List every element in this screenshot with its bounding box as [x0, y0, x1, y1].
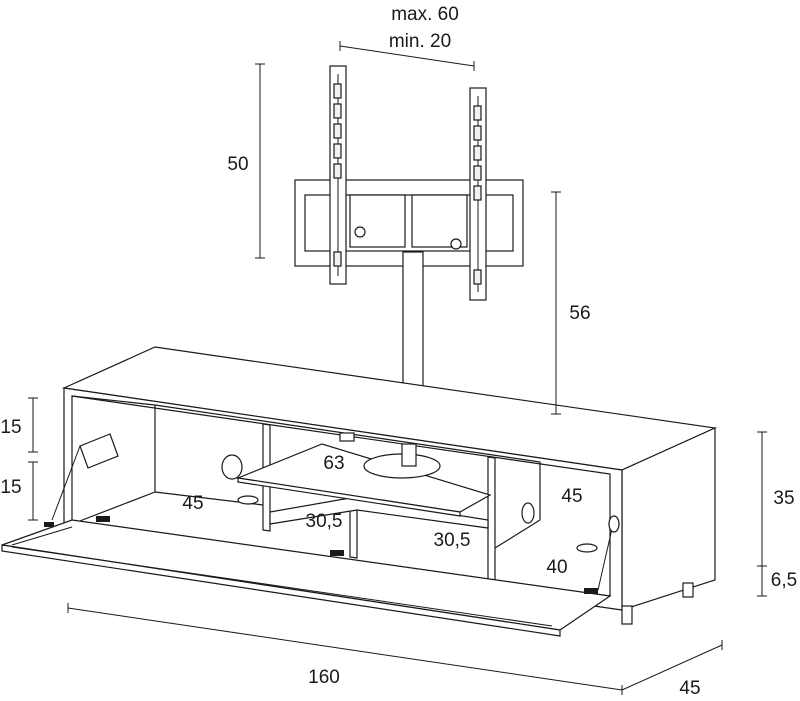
ir-receiver: [79, 433, 119, 469]
cable-hole-right: [521, 502, 535, 524]
vesa-rail-right-slots: [473, 105, 482, 285]
cabinet: [51, 346, 718, 625]
label-right-compartment: 45: [561, 486, 582, 507]
vesa-rail-left-slots: [333, 83, 342, 267]
door-hinge-1: [96, 516, 110, 522]
label-cabinet-height: 35: [773, 488, 794, 509]
cable-hole-floor-right: [576, 543, 598, 553]
leg-front: [621, 605, 633, 625]
cable-hole-left: [221, 454, 243, 480]
dimension-lines: [28, 41, 767, 695]
door-stay-clip-left: [44, 522, 54, 527]
label-left-compartment: 45: [182, 493, 203, 514]
label-right-lower: 40: [546, 557, 567, 578]
pole-body: [402, 251, 424, 399]
label-bracket-width-min: min. 20: [389, 31, 451, 52]
bracket-center-plate-right: [411, 194, 468, 248]
label-leg-height: 6,5: [771, 570, 797, 591]
door-hinge-3: [584, 588, 598, 594]
flap-door: [1, 516, 612, 637]
divider-right: [487, 456, 496, 582]
stay-hinge-right: [608, 515, 620, 533]
glass-shelf-edge: [237, 477, 461, 517]
pole: [402, 251, 424, 402]
door-hinge-2: [330, 550, 344, 556]
label-lower-compartment: 15: [0, 477, 21, 498]
flap-door-edge: [1, 544, 561, 637]
shelf-clip: [339, 432, 355, 442]
cable-hole-floor-left: [237, 495, 259, 505]
label-pole-height: 56: [569, 303, 590, 324]
label-cabinet-width: 160: [308, 667, 340, 688]
label-bracket-height: 50: [227, 154, 248, 175]
label-cabinet-depth: 45: [679, 678, 700, 699]
bracket-center-plate-left: [349, 194, 406, 248]
label-bracket-width-max: max. 60: [391, 4, 459, 25]
label-middle-shelf-left: 30,5: [306, 511, 343, 532]
label-upper-compartment: 15: [0, 417, 21, 438]
turntable-post: [401, 443, 417, 467]
bracket-knob-right: [450, 238, 462, 250]
leg-back: [682, 582, 694, 598]
label-middle-shelf-right: 30,5: [434, 530, 471, 551]
dimension-labels: max. 60 min. 20 50 56 15 15 63 45 30,5 3…: [0, 4, 797, 699]
label-shelf-width: 63: [323, 453, 344, 474]
tv-bracket: [294, 65, 524, 301]
bracket-knob-left: [354, 226, 366, 238]
